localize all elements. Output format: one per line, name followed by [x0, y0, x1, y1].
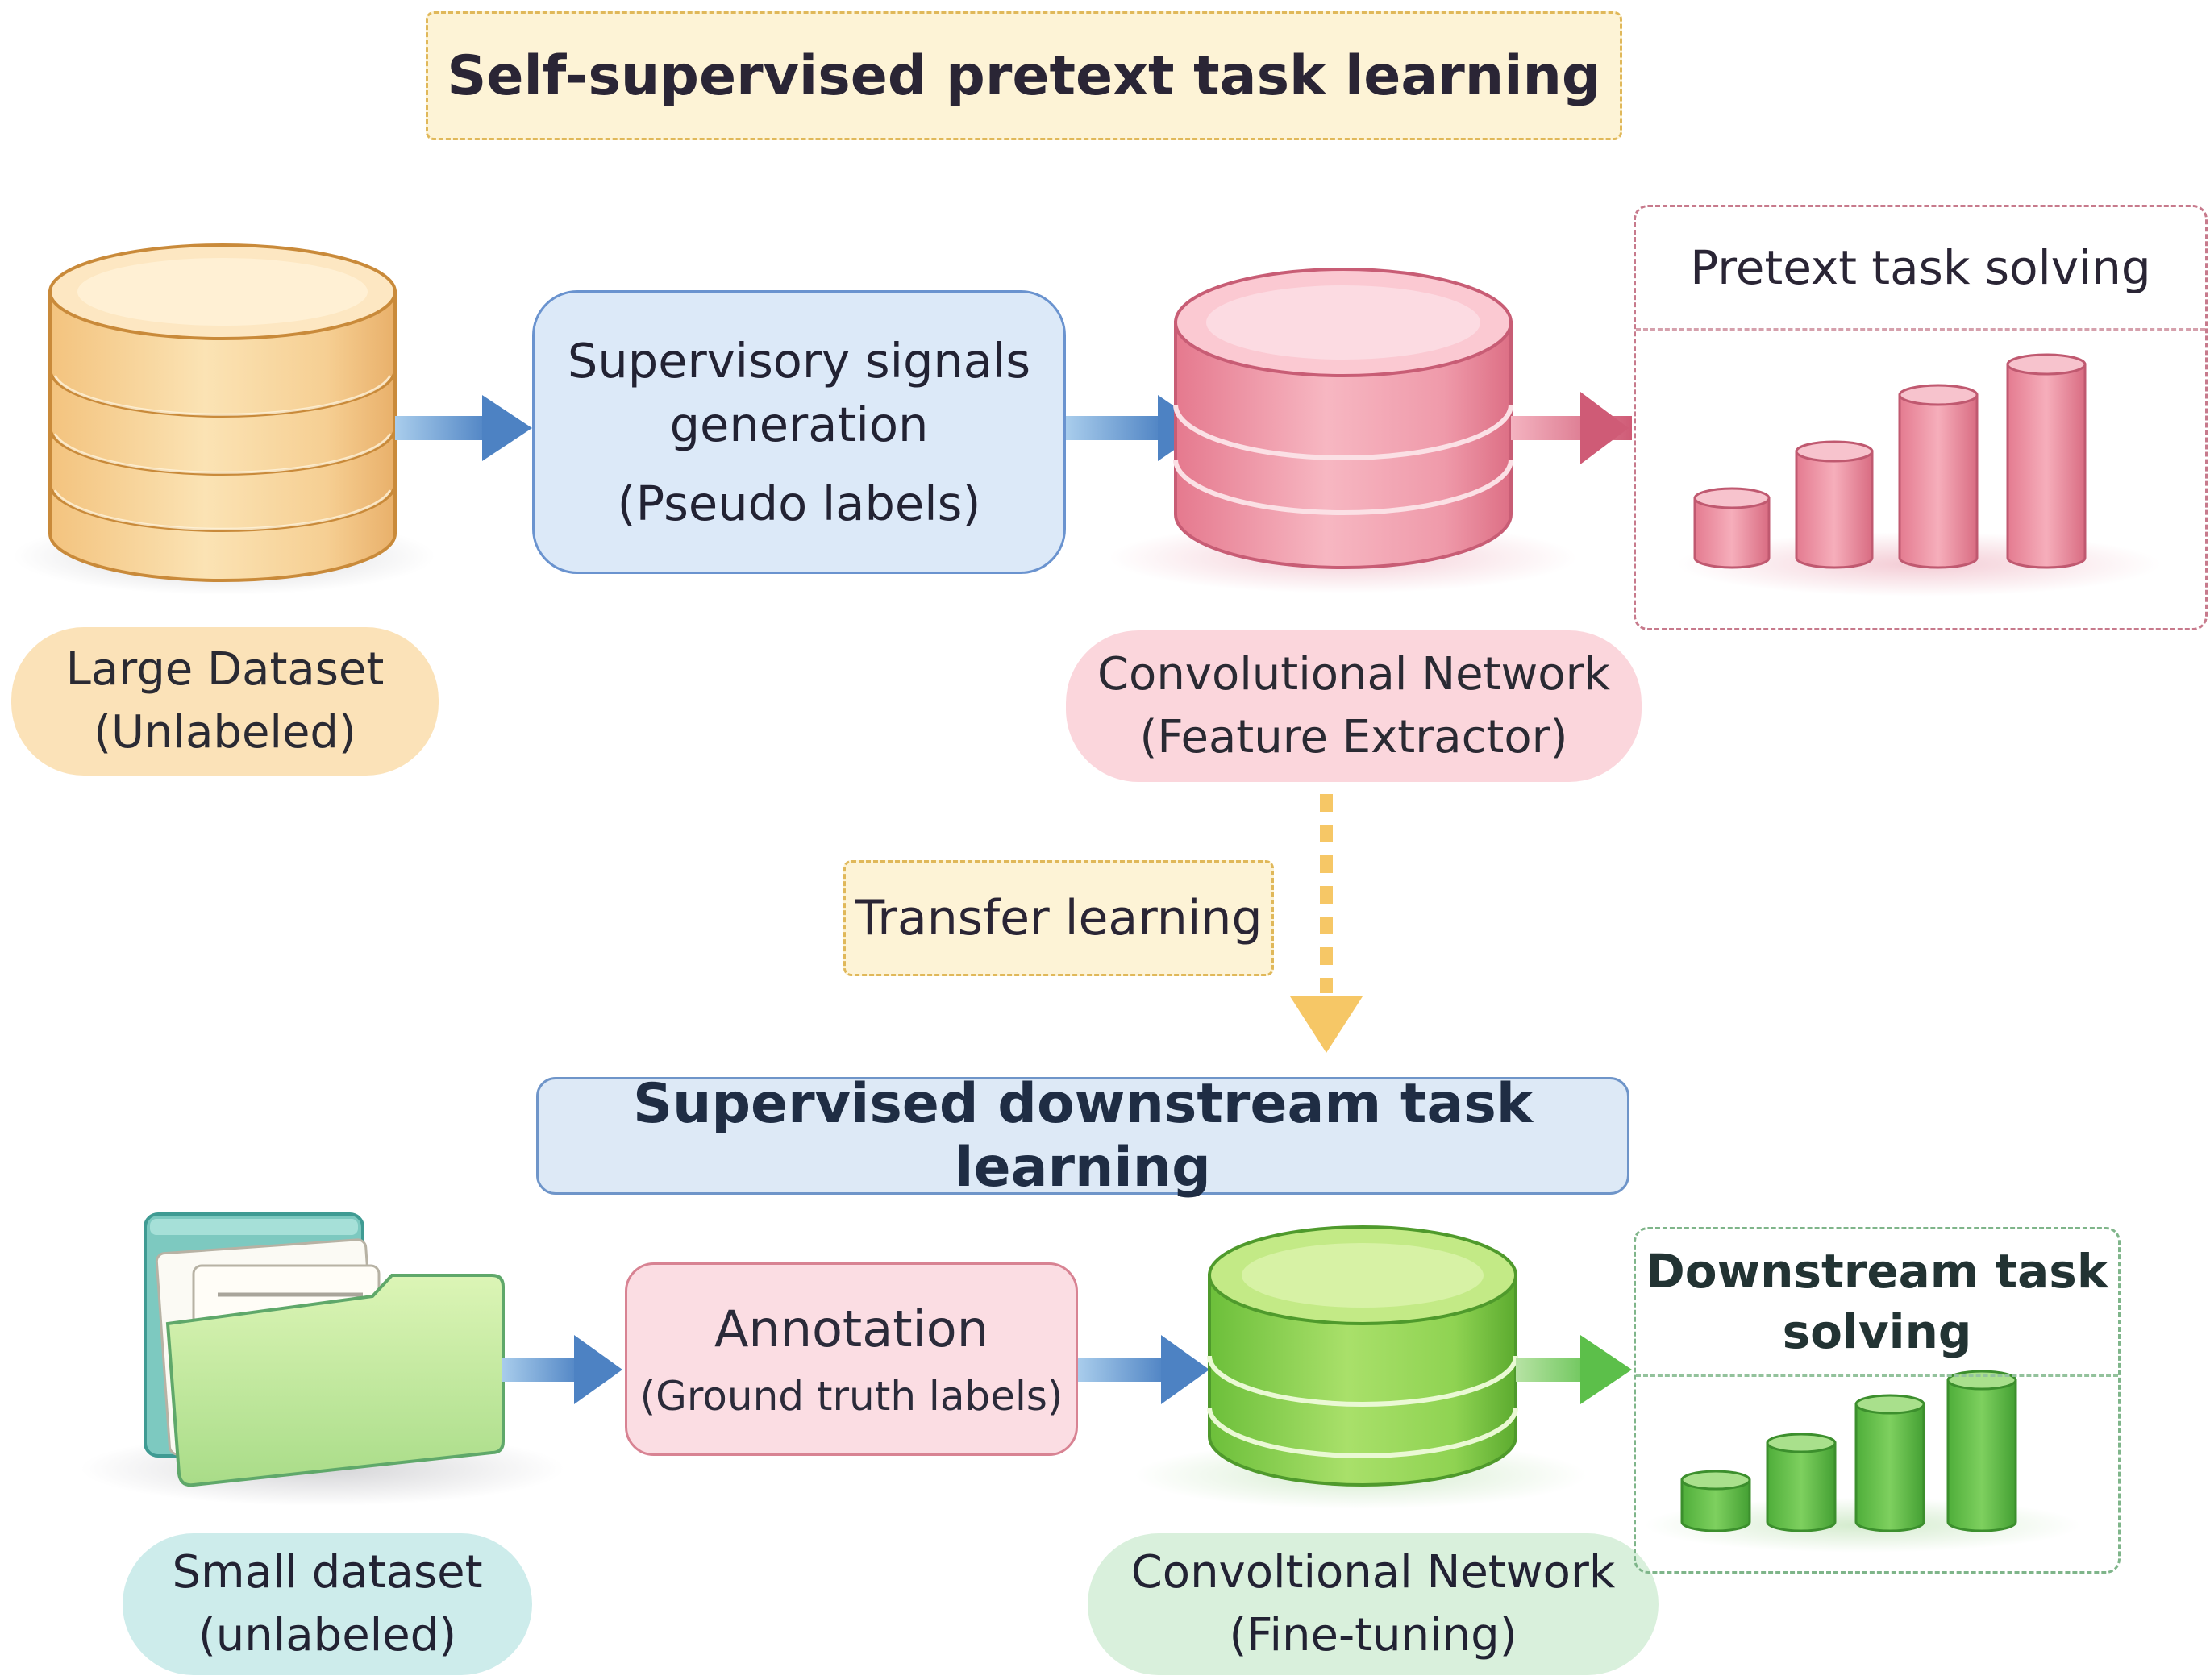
feature-extractor-label: Convolutional Network (Feature Extractor… [1066, 630, 1642, 782]
downstream-solving-title-line-1: Downstream task [1646, 1243, 2108, 1299]
pretext-solving-panel: Pretext task solving [1634, 205, 2208, 630]
folder-with-documents-icon [81, 1212, 564, 1506]
small-dataset-label-line-1: Small dataset [172, 1545, 483, 1599]
signals-line-1: Supervisory signals [567, 332, 1031, 389]
small-dataset-label-line-2: (unlabeled) [198, 1609, 457, 1661]
feature-extractor-label-line-1: Convolutional Network [1097, 647, 1611, 701]
downstream-bar-cylinders-icon [1645, 1370, 2080, 1553]
signals-line-2: generation [669, 397, 929, 453]
arrow-to-finetune [1078, 1335, 1209, 1404]
large-dataset-label: Large Dataset (Unlabeled) [11, 627, 439, 776]
fine-tuning-label-line-1: Convoltional Network [1130, 1545, 1616, 1599]
large-dataset-label-line-2: (Unlabeled) [94, 706, 356, 759]
pretext-section-title: Self-supervised pretext task learning [426, 11, 1622, 140]
fine-tuning-cylinder-icon [1135, 1225, 1587, 1509]
pretext-bar-cylinders-icon [1677, 353, 2161, 597]
fine-tuning-label-line-2: (Fine-tuning) [1229, 1609, 1517, 1661]
pretext-solving-title-text: Pretext task solving [1690, 240, 2151, 295]
database-stack-icon [13, 243, 435, 595]
downstream-solving-title: Downstream task solving [1636, 1229, 2118, 1377]
downstream-solving-panel: Downstream task solving [1634, 1227, 2121, 1574]
transfer-learning-text: Transfer learning [855, 890, 1263, 946]
annotation-box: Annotation (Ground truth labels) [625, 1262, 1078, 1456]
annotation-main-text: Annotation [714, 1299, 988, 1358]
transfer-learning-label: Transfer learning [843, 860, 1274, 976]
arrow-to-downstream-solving [1516, 1335, 1632, 1404]
feature-extractor-cylinder-icon [1109, 268, 1577, 593]
small-dataset-label: Small dataset (unlabeled) [123, 1533, 532, 1675]
signals-line-3: (Pseudo labels) [617, 475, 981, 531]
pretext-section-title-text: Self-supervised pretext task learning [447, 44, 1601, 108]
annotation-sub-text: (Ground truth labels) [639, 1372, 1063, 1420]
arrow-to-pretext-solving [1511, 392, 1632, 464]
feature-extractor-label-line-2: (Feature Extractor) [1139, 711, 1568, 763]
downstream-section-title: Supervised downstream task learning [536, 1072, 1629, 1200]
pretext-solving-title: Pretext task solving [1636, 207, 2205, 331]
downstream-section-title-text: Supervised downstream task learning [632, 1072, 1534, 1200]
downstream-solving-title-line-2: solving [1782, 1304, 1972, 1359]
supervisory-signals-box: Supervisory signals generation (Pseudo l… [532, 290, 1066, 574]
transfer-arrow [1290, 794, 1363, 1053]
fine-tuning-label: Convoltional Network (Fine-tuning) [1088, 1533, 1659, 1675]
large-dataset-label-line-1: Large Dataset [65, 642, 385, 696]
arrow-to-annotation [502, 1335, 622, 1404]
arrow-to-signals [395, 395, 532, 461]
